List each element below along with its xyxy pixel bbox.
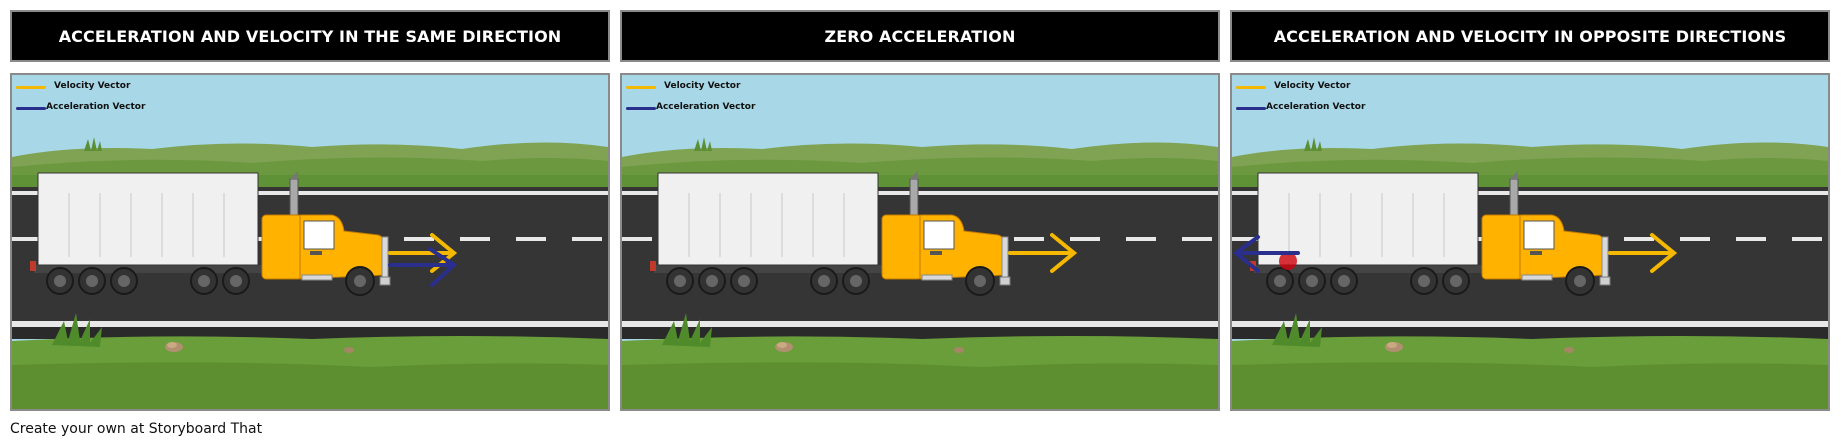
velocity-arrow (1008, 233, 1078, 273)
panel-title: ZERO ACCELERATION (620, 10, 1220, 62)
acceleration-swatch (16, 107, 46, 110)
storyboard-that-link[interactable]: Create your own at Storyboard That (10, 421, 263, 437)
velocity-swatch (1236, 86, 1266, 89)
panel-3: ACCELERATION AND VELOCITY IN OPPOSITE DI… (1230, 10, 1830, 411)
acceleration-arrow (388, 247, 458, 287)
acceleration-label: Acceleration Vector (1266, 102, 1366, 112)
acceleration-swatch (626, 107, 656, 110)
velocity-swatch (16, 86, 46, 89)
acceleration-swatch (1236, 107, 1266, 110)
acceleration-label: Acceleration Vector (656, 102, 756, 112)
acceleration-label: Acceleration Vector (46, 102, 146, 112)
acceleration-arrow (1232, 235, 1300, 273)
panel-title: ACCELERATION AND VELOCITY IN OPPOSITE DI… (1230, 10, 1830, 62)
panel-1: ACCELERATION AND VELOCITY IN THE SAME DI… (10, 10, 610, 411)
velocity-swatch (626, 86, 656, 89)
velocity-arrow (1608, 233, 1678, 273)
velocity-label: Velocity Vector (1274, 81, 1351, 91)
velocity-label: Velocity Vector (664, 81, 741, 91)
panel-title: ACCELERATION AND VELOCITY IN THE SAME DI… (10, 10, 610, 62)
velocity-label: Velocity Vector (54, 81, 131, 91)
